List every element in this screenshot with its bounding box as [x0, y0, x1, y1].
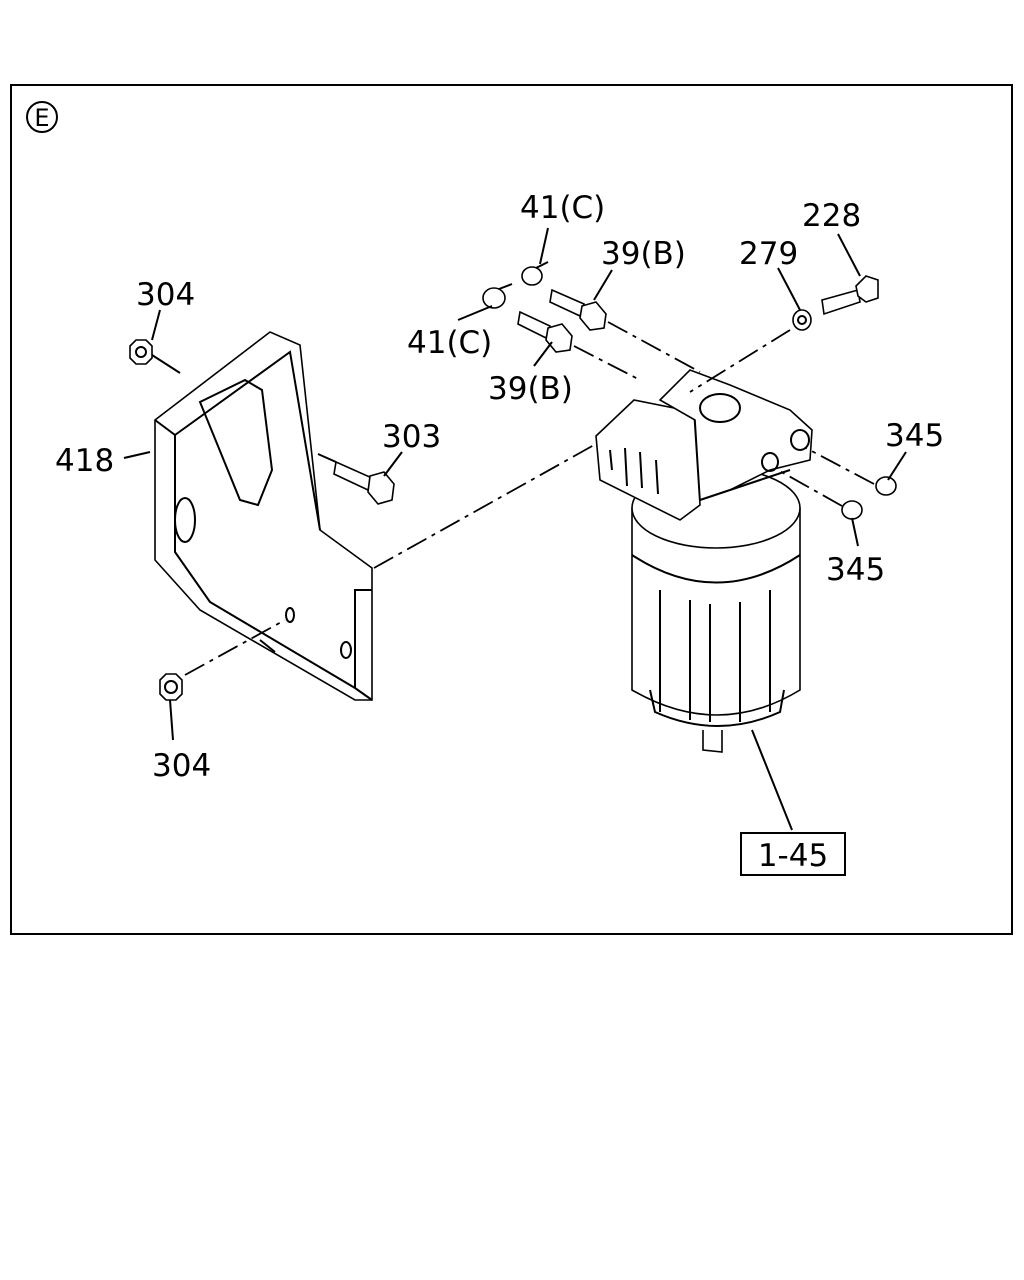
- leader-39b-upper: [593, 269, 613, 301]
- nut-304-top: [129, 339, 181, 374]
- leader-279: [777, 267, 801, 311]
- leader-304-bottom: [169, 699, 174, 741]
- washer-279: [792, 309, 812, 331]
- callout-279: 279: [739, 236, 798, 272]
- callout-304-bottom: 304: [152, 748, 211, 784]
- alignment-line-228: [689, 329, 791, 393]
- callout-1-45: 1-45: [758, 838, 828, 874]
- plug-345-lower: [777, 469, 863, 520]
- fuel-filter-1-45: [595, 369, 813, 753]
- fitting-39b-upper: [549, 288, 701, 373]
- view-marker-letter: E: [34, 104, 49, 132]
- fitting-39b-lower: [517, 310, 641, 381]
- callout-304-top: 304: [136, 277, 195, 313]
- callout-228: 228: [802, 198, 861, 234]
- leader-345-upper: [887, 451, 907, 481]
- callout-345-lower: 345: [826, 552, 885, 588]
- leader-345-lower: [851, 517, 859, 547]
- callout-39b-upper: 39(B): [601, 236, 686, 272]
- leader-304-top: [151, 309, 161, 341]
- callout-box-1-45: 1-45: [740, 832, 846, 876]
- leader-1-45: [751, 729, 793, 831]
- leader-228: [837, 233, 861, 277]
- leader-39b-lower: [533, 341, 553, 367]
- bolt-228: [821, 275, 879, 316]
- leader-303: [383, 451, 403, 477]
- diagram-frame: [10, 84, 1013, 935]
- clamp-41c-upper: [521, 261, 549, 286]
- nut-304-bottom: [159, 619, 286, 701]
- bolt-303: [317, 453, 395, 505]
- leader-41c-lower: [457, 305, 493, 321]
- bracket-418: [154, 331, 373, 701]
- leader-418: [123, 451, 151, 459]
- view-marker-e: E: [26, 101, 58, 133]
- clamp-41c-lower: [482, 283, 513, 309]
- callout-39b-lower: 39(B): [488, 371, 573, 407]
- callout-418: 418: [55, 443, 114, 479]
- callout-41c-lower: 41(C): [407, 325, 492, 361]
- alignment-line-bracket: [373, 439, 604, 569]
- leader-41c-upper: [539, 227, 549, 265]
- callout-303: 303: [382, 419, 441, 455]
- callout-345-upper: 345: [885, 418, 944, 454]
- callout-41c-upper: 41(C): [520, 190, 605, 226]
- plug-345-upper: [805, 447, 897, 496]
